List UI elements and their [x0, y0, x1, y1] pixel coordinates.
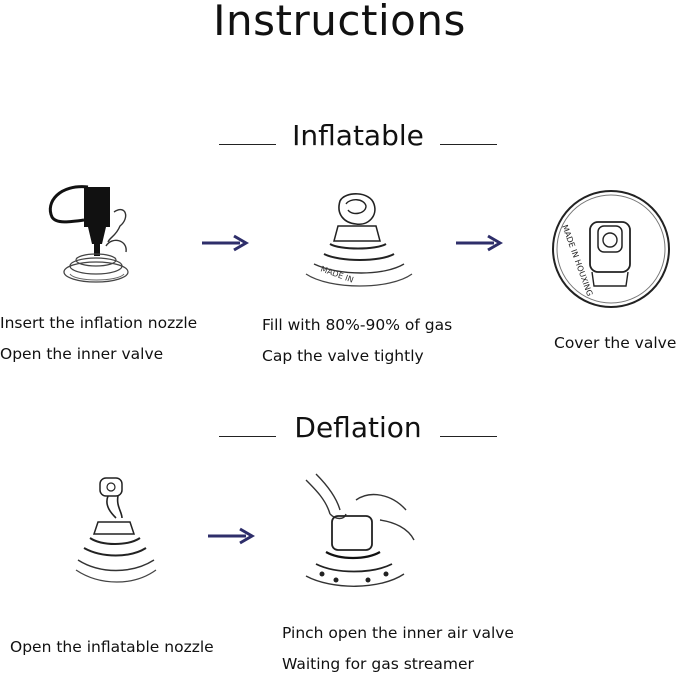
section-heading-deflation: Deflation [294, 411, 422, 444]
heading-rule-left [219, 144, 276, 145]
caption-line: Cap the valve tightly [262, 347, 424, 365]
deflate-step1-caption: Open the inflatable nozzle [10, 632, 214, 663]
heading-rule-right [440, 144, 497, 145]
caption-line: Open the inflatable nozzle [10, 638, 214, 656]
inflate-step2-illustration: MADE IN [300, 186, 415, 296]
inflate-step3-caption: Cover the valve [554, 328, 676, 359]
caption-line: Waiting for gas streamer [282, 655, 474, 673]
arrow-right-icon [200, 234, 250, 256]
inflate-step2-caption: Fill with 80%-90% of gas Cap the valve t… [262, 310, 452, 372]
caption-line: Fill with 80%-90% of gas [262, 316, 453, 334]
inflate-step1-illustration [40, 182, 150, 302]
caption-line: Insert the inflation nozzle [0, 314, 198, 332]
arrow-right-icon [454, 234, 504, 256]
section-heading-inflatable: Inflatable [292, 119, 424, 152]
heading-rule-left [219, 436, 276, 437]
deflate-step2-illustration [296, 470, 422, 596]
inflate-step3-illustration: MADE IN HOUXING [548, 186, 674, 312]
caption-line: Pinch open the inner air valve [282, 624, 514, 642]
caption-line: Open the inner valve [0, 345, 164, 363]
heading-rule-right [440, 436, 497, 437]
inflate-step1-caption: Insert the inflation nozzle Open the inn… [0, 308, 197, 370]
valve-nozzle-illustration [48, 185, 129, 283]
caption-line: Cover the valve [554, 334, 677, 352]
deflate-step1-illustration [70, 474, 160, 594]
page-title: Instructions [213, 0, 466, 45]
arrow-right-icon [206, 527, 256, 549]
deflate-step2-caption: Pinch open the inner air valve Waiting f… [282, 618, 514, 680]
